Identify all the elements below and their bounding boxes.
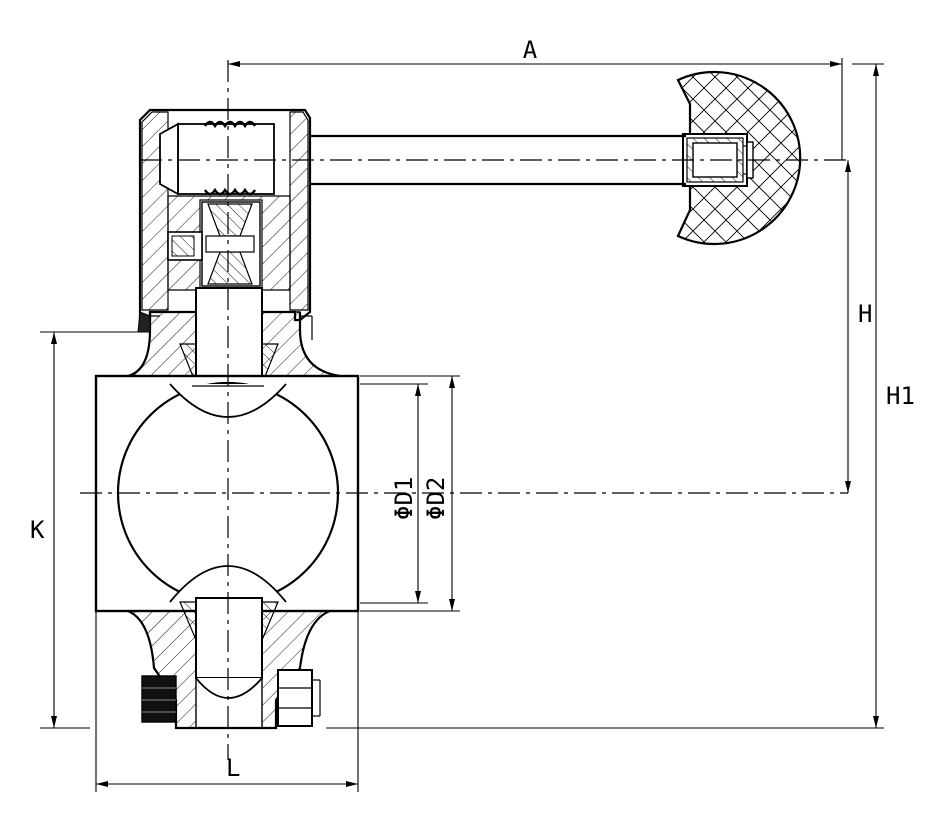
dimension-d1-label: ΦD1	[390, 477, 418, 520]
dimension-l: L	[95, 611, 359, 792]
dimension-h-label: H	[858, 300, 872, 328]
dimension-k: K	[30, 331, 150, 729]
handle-housing	[138, 108, 312, 322]
spring	[203, 120, 257, 196]
dimension-d2: ΦD2	[360, 375, 460, 612]
dimension-d2-label: ΦD2	[422, 477, 450, 520]
dimension-d1: ΦD1	[360, 383, 428, 604]
dimension-a-label: A	[523, 36, 538, 64]
dimension-a: A	[228, 36, 843, 160]
dimension-h1: H1	[326, 63, 915, 729]
valve-neck-top	[127, 287, 341, 385]
valve-neck-bottom	[127, 597, 331, 730]
handle-knob	[676, 70, 802, 246]
dimension-h: H	[845, 160, 872, 493]
dimension-k-label: K	[30, 516, 45, 544]
dimension-l-label: L	[226, 754, 240, 782]
dimension-h1-label: H1	[886, 382, 915, 410]
center-lines	[80, 60, 850, 760]
